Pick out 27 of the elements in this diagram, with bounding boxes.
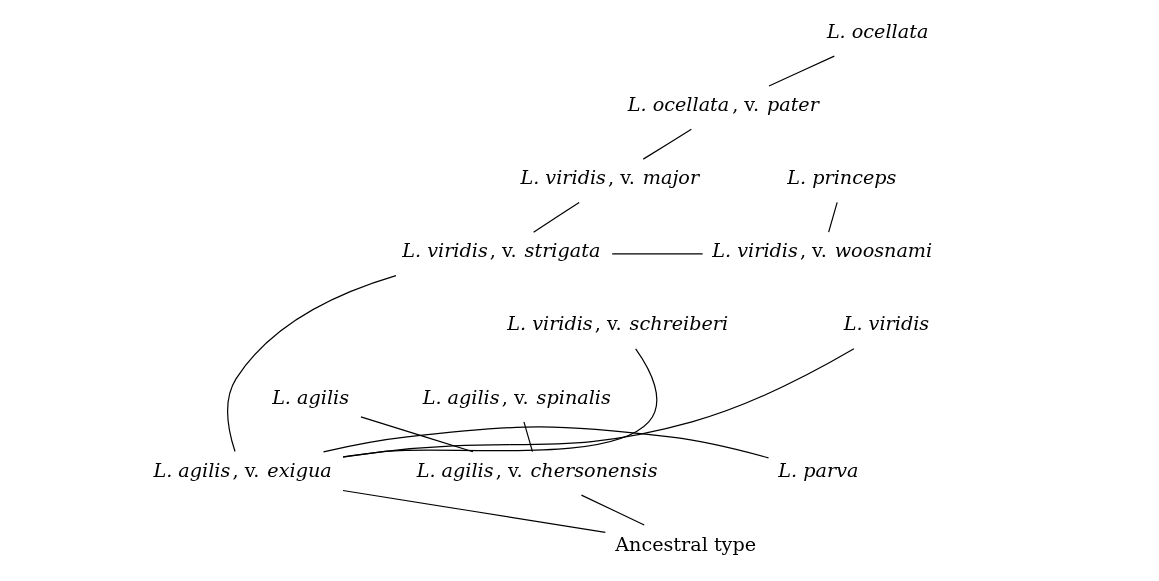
node-text: L. viridis, v. strigata [402,239,601,263]
node-text: L. agilis [272,385,350,409]
connector [342,489,606,533]
connector [322,426,770,459]
connector [533,201,580,233]
node-text: L. parva [778,458,859,482]
connector [611,253,704,255]
node-text: Ancestral type [615,533,757,557]
node-text: L. agilis, v. chersonensis [416,458,658,482]
node-text: L. viridis, v. major [520,166,700,190]
connector [828,201,838,233]
connector [227,274,397,453]
connector [360,416,474,453]
connector [523,421,534,453]
node-text: L. ocellata [826,19,929,43]
connector [342,348,658,458]
node-text: L. viridis, v. woosnami [712,239,933,263]
node-text: L. viridis, v. schreiberi [507,312,729,336]
connector [580,494,645,526]
node-text: L. agilis, v. spinalis [422,385,611,409]
connector [342,348,855,458]
connector [768,55,835,87]
node-text: L. ocellata, v. pater [627,92,819,116]
node-text: L. princeps [787,166,897,190]
node-text: L. agilis, v. exigua [153,458,332,482]
connector [642,128,692,160]
node-text: L. viridis [843,312,930,336]
